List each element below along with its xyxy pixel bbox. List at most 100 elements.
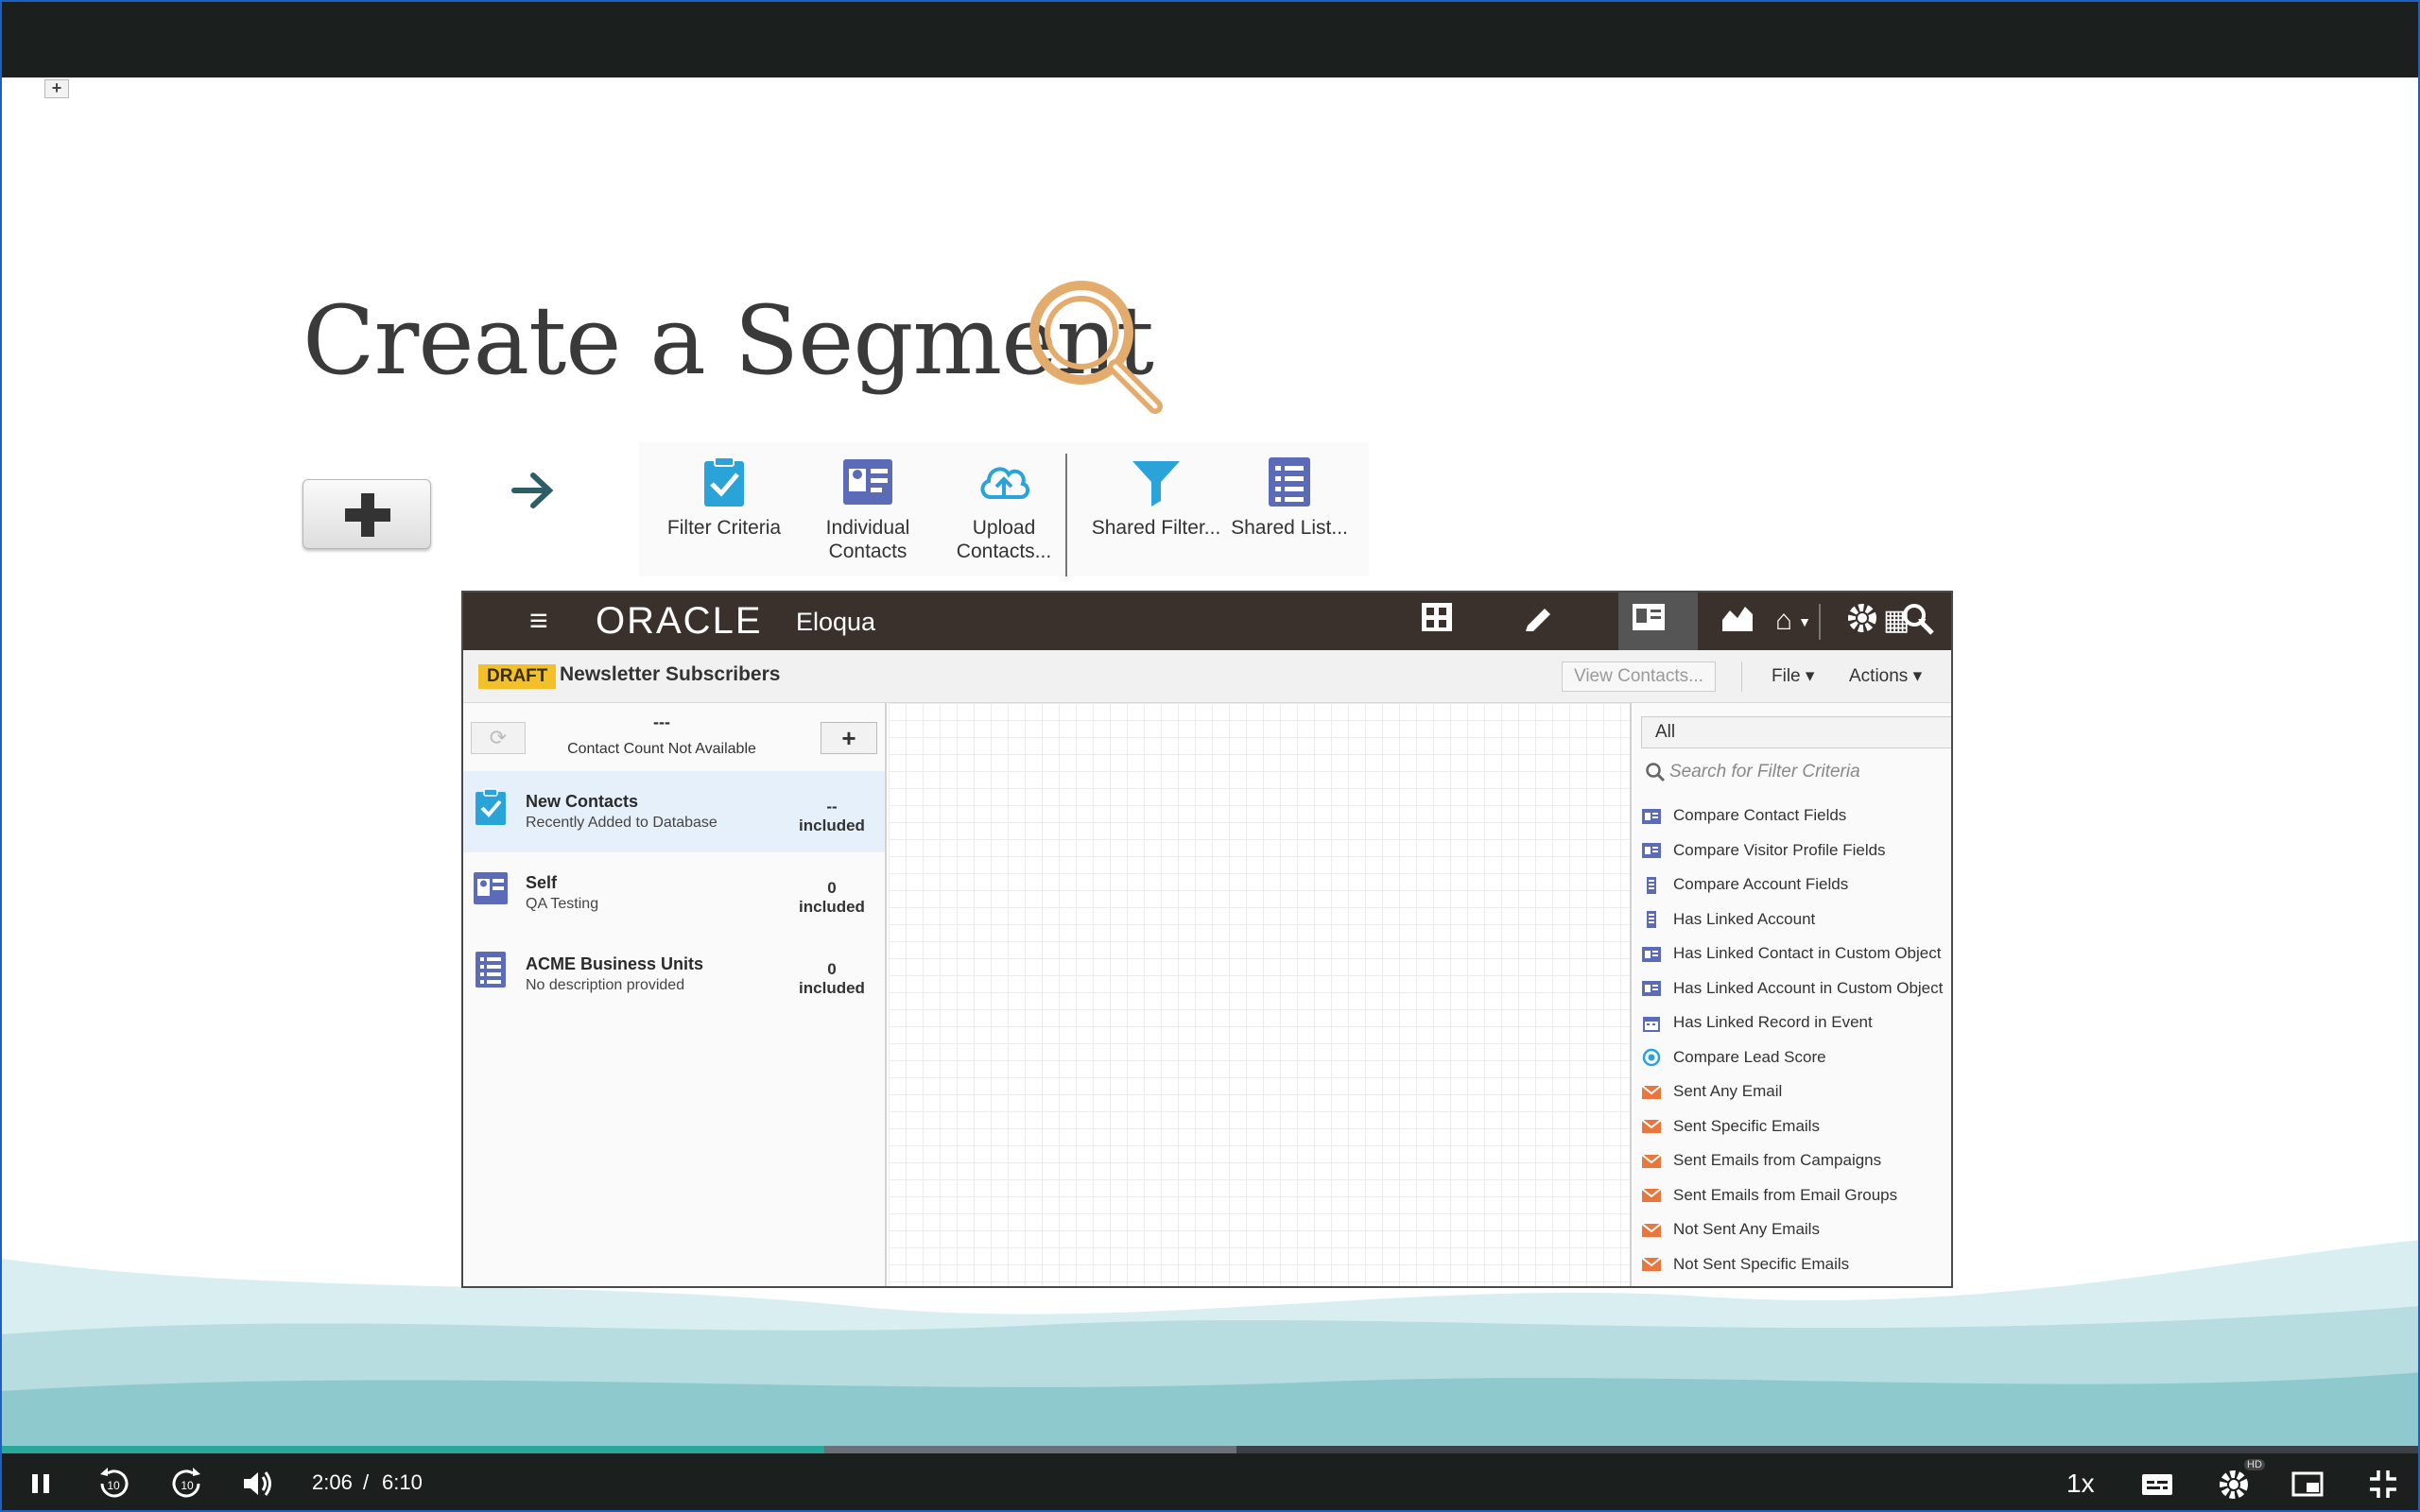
edit-pencil-icon bbox=[1526, 609, 1550, 631]
email-icon bbox=[1641, 1257, 1662, 1272]
actions-menu[interactable]: Actions ▾ bbox=[1849, 666, 1923, 686]
volume-icon[interactable] bbox=[238, 1465, 276, 1503]
captions-icon[interactable] bbox=[2140, 1465, 2174, 1503]
tool-filter-criteria[interactable]: Filter Criteria bbox=[662, 455, 786, 540]
lead-score-icon bbox=[1642, 1048, 1661, 1067]
filter-criteria-item[interactable]: Compare Lead Score bbox=[1641, 1041, 1951, 1074]
file-menu[interactable]: File ▾ bbox=[1772, 666, 1815, 686]
view-contacts-button[interactable]: View Contacts... bbox=[1562, 662, 1716, 692]
tool-label: Filter Criteria bbox=[666, 517, 782, 539]
filter-criteria-item[interactable]: Sent Specific Emails bbox=[1641, 1110, 1951, 1143]
element-description: Recently Added to Database bbox=[526, 815, 717, 831]
contact-fields-icon bbox=[1642, 808, 1661, 824]
segment-name: Newsletter Subscribers bbox=[560, 663, 781, 685]
area-chart-icon bbox=[1722, 607, 1753, 631]
tool-label: Shared Filter... bbox=[1091, 517, 1221, 539]
email-icon bbox=[1641, 1084, 1662, 1099]
cloud-upload-icon bbox=[980, 467, 1029, 499]
clipboard-check-icon bbox=[475, 788, 506, 825]
filter-criteria-item[interactable]: Sent Emails from Campaigns bbox=[1641, 1144, 1951, 1177]
filter-criteria-item[interactable]: Has Linked Account in Custom Object bbox=[1641, 972, 1951, 1005]
filter-criteria-item[interactable]: Not Sent Any Emails bbox=[1641, 1213, 1951, 1246]
calendar-icon bbox=[1643, 1016, 1660, 1032]
add-element-button[interactable]: + bbox=[821, 722, 877, 754]
filter-criteria-label: Sent Emails from Email Groups bbox=[1673, 1185, 1898, 1204]
segment-element-row[interactable]: ACME Business Units No description provi… bbox=[463, 934, 885, 1015]
svg-text:10: 10 bbox=[107, 1479, 120, 1492]
filter-criteria-label: Compare Visitor Profile Fields bbox=[1673, 840, 1886, 859]
player-controls: 10 10 2:06 / 6:10 1x HD bbox=[2, 1453, 2418, 1510]
rewind-10-icon[interactable]: 10 bbox=[95, 1465, 132, 1503]
tool-shared-filter[interactable]: Shared Filter... bbox=[1089, 455, 1223, 540]
toolbar-divider bbox=[1065, 454, 1067, 576]
contact-count-label: Contact Count Not Available bbox=[567, 741, 756, 757]
assets-icon[interactable] bbox=[1522, 601, 1556, 641]
pause-icon[interactable] bbox=[23, 1465, 59, 1503]
eloqua-screenshot: ≡ ORACLE Eloqua ⌂▼ ▦▼ bbox=[461, 591, 1953, 1288]
status-badge: DRAFT bbox=[478, 664, 557, 689]
slide-title: Create a Segment bbox=[302, 285, 1154, 396]
playback-speed-button[interactable]: 1x bbox=[2066, 1469, 2095, 1498]
contact-card-icon bbox=[474, 872, 508, 904]
filter-criteria-item[interactable]: Compare Contact Fields bbox=[1641, 799, 1951, 832]
time-total: 6:10 bbox=[382, 1470, 423, 1494]
arrow-right-icon bbox=[511, 472, 554, 508]
element-count: 0 included bbox=[794, 960, 870, 998]
list-icon bbox=[1269, 457, 1310, 507]
contact-count-value: --- bbox=[653, 713, 670, 731]
header-separator bbox=[1741, 662, 1742, 692]
filter-criteria-item[interactable]: Sent Any Email bbox=[1641, 1075, 1951, 1108]
contact-fields-icon bbox=[1642, 981, 1661, 997]
tool-shared-list[interactable]: Shared List... bbox=[1227, 455, 1352, 540]
filter-criteria-label: Sent Specific Emails bbox=[1673, 1116, 1820, 1135]
settings-icon[interactable] bbox=[1845, 601, 1879, 641]
filter-criteria-item[interactable]: Has Linked Record in Event bbox=[1641, 1006, 1951, 1039]
filter-criteria-item[interactable]: Not Sent Specific Emails bbox=[1641, 1248, 1951, 1280]
account-icon bbox=[1647, 911, 1656, 929]
segment-element-row[interactable]: Self QA Testing 0 included bbox=[463, 852, 885, 934]
filter-category-select[interactable]: All bbox=[1641, 716, 1951, 748]
filter-criteria-item[interactable]: Compare Account Fields bbox=[1641, 868, 1951, 901]
segment-canvas[interactable] bbox=[889, 703, 1632, 1286]
contact-card-icon bbox=[843, 459, 892, 505]
element-count: 0 included bbox=[794, 879, 870, 917]
contacts-nav-icon[interactable] bbox=[1632, 601, 1666, 641]
element-count-value: -- bbox=[826, 798, 838, 816]
element-count-label: included bbox=[799, 979, 865, 997]
segment-toolbar bbox=[639, 442, 1369, 576]
email-icon bbox=[1641, 1153, 1662, 1168]
filter-criteria-label: Has Linked Contact in Custom Object bbox=[1673, 944, 1942, 962]
grid-icon[interactable] bbox=[1420, 601, 1454, 641]
search-icon[interactable] bbox=[1900, 601, 1936, 641]
home-icon[interactable]: ⌂▼ bbox=[1775, 605, 1811, 636]
filter-criteria-label: Has Linked Account in Custom Object bbox=[1673, 978, 1944, 997]
picture-in-picture-icon[interactable] bbox=[2290, 1465, 2325, 1503]
tool-individual-contacts[interactable]: Individual Contacts bbox=[811, 455, 925, 563]
tool-upload-contacts[interactable]: Upload Contacts... bbox=[943, 455, 1064, 563]
gear-icon[interactable] bbox=[2216, 1465, 2252, 1503]
list-icon bbox=[475, 952, 506, 988]
time-current: 2:06 bbox=[312, 1470, 353, 1494]
element-count-value: 0 bbox=[827, 879, 837, 897]
filter-criteria-item[interactable]: Compare Visitor Profile Fields bbox=[1641, 834, 1951, 867]
slide-expand-button[interactable]: + bbox=[44, 79, 69, 98]
refresh-count-button[interactable]: ⟳ bbox=[471, 722, 526, 754]
email-icon bbox=[1641, 1222, 1662, 1237]
filter-criteria-item[interactable]: Has Linked Contact in Custom Object bbox=[1641, 937, 1951, 970]
oracle-logo: ORACLE bbox=[596, 600, 763, 642]
exit-fullscreen-icon[interactable] bbox=[2365, 1465, 2401, 1503]
insight-icon[interactable] bbox=[1720, 601, 1754, 641]
add-segment-button[interactable] bbox=[302, 479, 431, 549]
filter-criteria-item[interactable]: Has Linked Account bbox=[1641, 903, 1951, 936]
filter-criteria-item[interactable]: Sent Emails from Email Groups bbox=[1641, 1179, 1951, 1211]
filter-search-input[interactable] bbox=[1669, 756, 1951, 788]
contact-card-icon bbox=[1633, 604, 1665, 630]
time-separator: / bbox=[363, 1470, 370, 1494]
segment-element-row[interactable]: New Contacts Recently Added to Database … bbox=[463, 771, 885, 852]
filter-criteria-label: Sent Emails from Campaigns bbox=[1673, 1151, 1882, 1169]
forward-10-icon[interactable]: 10 bbox=[168, 1465, 206, 1503]
element-count-label: included bbox=[799, 898, 865, 916]
plus-icon bbox=[345, 493, 390, 537]
hamburger-menu-icon[interactable]: ≡ bbox=[529, 603, 548, 639]
